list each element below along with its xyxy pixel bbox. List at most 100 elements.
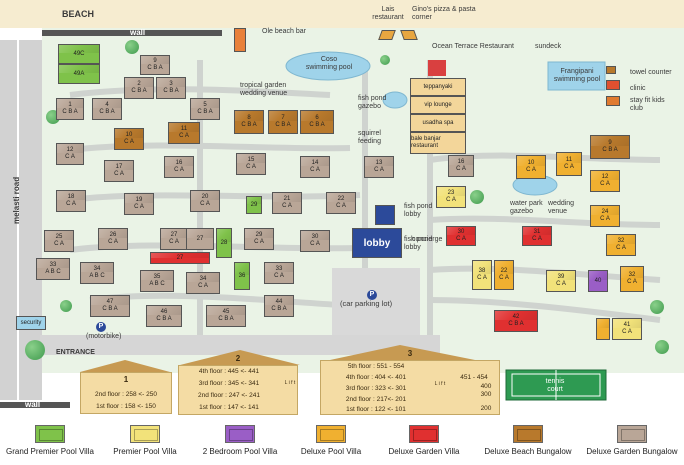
clinic[interactable]: [606, 80, 620, 90]
garden-villa-31[interactable]: 31 C A: [522, 226, 552, 246]
legend-label: Deluxe Garden Villa: [388, 447, 460, 456]
legend-label: 2 Bedroom Pool Villa: [202, 447, 278, 456]
villa-40b[interactable]: 32 C A: [620, 266, 644, 292]
pool-villa-24[interactable]: 24 C A: [590, 205, 620, 227]
bungalow-20[interactable]: 20 C A: [190, 190, 220, 212]
bungalow-28b[interactable]: 29 C A: [244, 228, 274, 250]
bungalow-19[interactable]: 19 C A: [124, 193, 154, 215]
legend-premier: Premier Pool Villa: [102, 425, 188, 456]
bungalow-27b[interactable]: 27: [186, 228, 214, 250]
legend: Grand Premier Pool Villa Premier Pool Vi…: [0, 425, 684, 465]
bungalow-35[interactable]: 35 A B C: [140, 270, 174, 292]
tree-icon: [60, 300, 72, 312]
tower-1[interactable]: 1 2nd floor : 258 <- 250 1st floor : 158…: [80, 372, 172, 414]
bungalow-6[interactable]: 6 C B A: [300, 110, 334, 134]
villa-39[interactable]: 39 C A: [546, 270, 576, 292]
villa-16[interactable]: 16 C A: [448, 155, 474, 177]
towel-counter[interactable]: [606, 66, 616, 74]
frangipani-pool-label: Frangipani swimming pool: [553, 68, 601, 83]
stay-fit-kids-club[interactable]: [606, 96, 620, 106]
car-parking-label: (car parking lot): [340, 299, 393, 308]
bungalow-10r[interactable]: 9 C B A: [590, 135, 630, 159]
tower-1-floor-1: 1st floor : 158 <- 150: [96, 403, 156, 410]
bungalow-16[interactable]: 16 C A: [164, 156, 194, 178]
tower2-roof: [180, 350, 300, 365]
bungalow-33[interactable]: 33 A B C: [36, 258, 70, 280]
premier-29[interactable]: 29: [246, 196, 262, 214]
tower-3-floor-2: 2nd floor : 217<- 201: [345, 396, 407, 403]
pool-villa-32[interactable]: 32 C A: [606, 234, 636, 256]
tower-2-floor-4: 4th floor : 445 <- 441: [198, 368, 260, 375]
garden-villa-30[interactable]: 30 C A: [446, 226, 476, 246]
bungalow-45[interactable]: 45 C B A: [206, 305, 246, 327]
villa-49c[interactable]: 49C: [58, 44, 100, 64]
bungalow-22[interactable]: 22 C A: [326, 192, 356, 214]
melasti-road: [0, 40, 42, 400]
bungalow-13[interactable]: 17 C A: [104, 160, 134, 182]
bungalow-29c[interactable]: 30 C A: [300, 230, 330, 252]
bungalow-18[interactable]: 18 C A: [56, 190, 86, 212]
tower-2-floor-3: 3rd floor : 345 <- 341: [198, 380, 260, 387]
bungalow-25[interactable]: 25 C A: [44, 230, 74, 252]
tower-3-number: 3: [407, 349, 413, 358]
villa-49a[interactable]: 49A: [58, 64, 100, 84]
bungalow-1[interactable]: 1 C B A: [56, 98, 84, 120]
tower-2-floor-1: 1st floor : 147 <- 141: [199, 404, 259, 411]
pool-villa-11[interactable]: 11 C A: [556, 152, 582, 176]
wedding-venue-label: wedding venue: [548, 200, 575, 215]
legend-swatch: [130, 425, 160, 443]
teppanyaki[interactable]: teppanyaki: [410, 78, 466, 96]
legend-label: Premier Pool Villa: [113, 447, 177, 456]
security-post[interactable]: security: [16, 316, 46, 330]
villa-38b[interactable]: 22 C A: [494, 260, 514, 290]
bungalow-26[interactable]: 26 C A: [98, 228, 128, 250]
tower-3[interactable]: 3 5th floor : 551 - 554 4th floor : 404 …: [320, 349, 500, 415]
bungalow-47[interactable]: 47 C B A: [90, 295, 130, 317]
bungalow-4[interactable]: 4 C B A: [92, 98, 122, 120]
legend-swatch: [316, 425, 346, 443]
ole-beach-bar[interactable]: [234, 28, 246, 52]
villa-40[interactable]: 40: [588, 270, 608, 292]
villa-41[interactable]: 41 C A: [612, 318, 642, 340]
bungalow-7[interactable]: 7 C B A: [268, 110, 298, 134]
bungalow-33b[interactable]: 33 C A: [264, 262, 294, 284]
bungalow-13b[interactable]: 13 C A: [364, 156, 394, 178]
lobby-annex[interactable]: [375, 205, 395, 225]
tower1-roof: [80, 360, 170, 372]
bungalow-27[interactable]: 27 C A: [160, 228, 188, 250]
bungalow-12[interactable]: 12 C A: [56, 143, 84, 165]
usadha-spa[interactable]: usadha spa: [410, 114, 466, 132]
bungalow-9[interactable]: 9 C B A: [140, 55, 170, 75]
garden-villa-42[interactable]: 42 C B A: [494, 310, 538, 332]
premier-28[interactable]: 28: [216, 228, 232, 258]
bungalow-44[interactable]: 44 C B A: [264, 295, 294, 317]
bungalow-21[interactable]: 21 C A: [272, 192, 302, 214]
fish-pond-lobby-label: fish pond lobby: [404, 203, 433, 218]
bungalow-14[interactable]: 14 C A: [300, 156, 330, 178]
bungalow-36[interactable]: 34 C A: [186, 272, 220, 294]
villa-38[interactable]: 38 C A: [472, 260, 492, 290]
premier-36[interactable]: 36: [234, 262, 250, 290]
bungalow-8[interactable]: 8 C B A: [234, 110, 264, 134]
deluxe-garden-red[interactable]: 27: [150, 252, 210, 264]
bungalow-34[interactable]: 34 A B C: [80, 262, 114, 284]
tower-1-floor-2: 2nd floor : 258 <- 250: [95, 391, 157, 398]
vip-lounge[interactable]: vip lounge: [410, 96, 466, 114]
lobby[interactable]: lobby: [352, 228, 402, 258]
bungalow-11[interactable]: 11 C A: [168, 122, 200, 144]
bungalow-5[interactable]: 5 C B A: [190, 98, 220, 120]
tower-2[interactable]: 2 4th floor : 445 <- 441 3rd floor : 345…: [178, 354, 298, 415]
legend-deluxe-garden-bungalow: Deluxe Garden Bungalow: [580, 425, 684, 456]
bungalow-46[interactable]: 46 C B A: [146, 305, 182, 327]
bale-banjar-restaurant[interactable]: bale banjar restaurant: [410, 132, 466, 154]
pool-villa-10[interactable]: 10 C A: [516, 155, 546, 179]
pool-villa-12[interactable]: 12 C A: [590, 170, 620, 192]
bungalow-10[interactable]: 10 C A: [114, 128, 144, 150]
bungalow-3[interactable]: 3 C B A: [156, 77, 186, 99]
bungalow-15[interactable]: 15 C A: [236, 153, 266, 175]
villa-23[interactable]: 23 C A: [436, 186, 466, 208]
fish-pond-gazebo-label: fish pond gazebo: [358, 95, 387, 110]
bungalow-2[interactable]: 2 C B A: [124, 77, 154, 99]
villa-41b[interactable]: [596, 318, 610, 340]
tree-icon: [380, 55, 390, 65]
